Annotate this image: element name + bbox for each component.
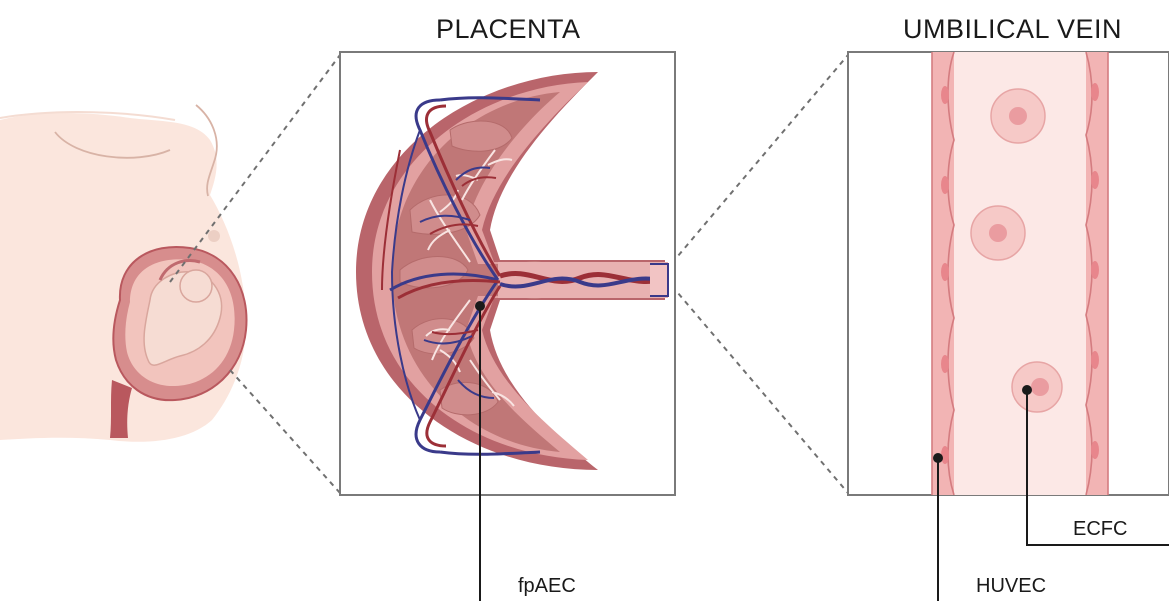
umbilical-vein-title: UMBILICAL VEIN: [903, 14, 1122, 45]
ecfc-label: ECFC: [1073, 518, 1127, 541]
pregnant-figure: [0, 105, 247, 442]
fpaec-label: fpAEC: [518, 575, 576, 598]
huvec-label: HUVEC: [976, 575, 1046, 598]
placenta-title: PLACENTA: [436, 14, 581, 45]
umbilical-vein-panel: [848, 52, 1169, 495]
placenta-panel: [340, 52, 675, 495]
